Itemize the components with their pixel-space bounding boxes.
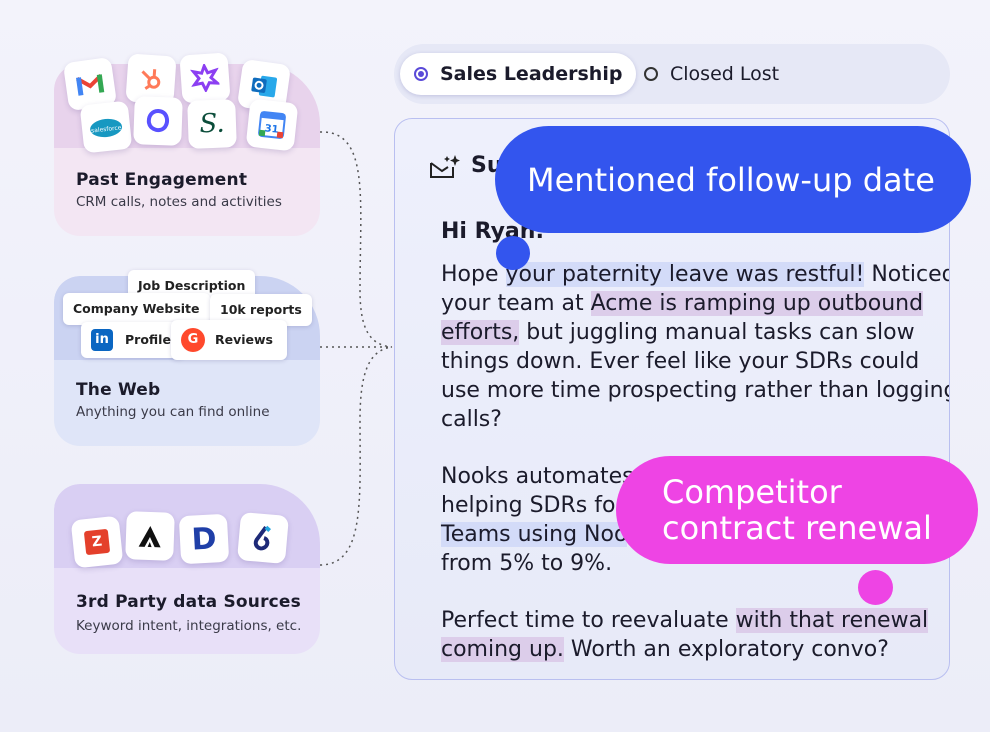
sparkle-mail-icon (430, 155, 460, 178)
callout-followup-date: Mentioned follow-up date (495, 126, 971, 233)
gong-icon (179, 52, 231, 104)
card-subtitle: Anything you can find online (76, 404, 270, 420)
google-calendar-icon: 31 (245, 98, 299, 152)
salesloft-icon: S. (187, 99, 237, 149)
radio-unselected-icon (644, 67, 658, 81)
line: things down. Ever feel like your SDRs co… (441, 349, 920, 374)
highlight-acme: Acme is ramping up outbound (590, 291, 924, 316)
line: use more time prospecting rather than lo… (441, 378, 950, 403)
outreach-icon (133, 96, 183, 146)
line: efforts, but juggling manual tasks can s… (441, 320, 915, 345)
line: helping SDRs foc (441, 493, 628, 518)
chip-company-website: Company Website (63, 293, 210, 325)
callout-dot-pink (858, 570, 893, 605)
line: Teams using Noo (441, 520, 941, 549)
zoominfo-icon: Z (70, 515, 124, 569)
hubspot-icon (125, 53, 177, 105)
email-preview: Su Hi Ryan: Hope your paternity leave wa… (394, 118, 950, 680)
line: Nooks automates (441, 464, 634, 489)
salesforce-icon: salesforce (79, 100, 133, 154)
highlight-coming-up: coming up. (441, 637, 564, 662)
tab-label: Closed Lost (670, 63, 780, 85)
callout-text: Mentioned follow-up date (527, 160, 935, 199)
chip-profile-label: Profile (125, 332, 171, 347)
d-letter: D (190, 520, 218, 558)
email-paragraph-2: Nooks automates helping SDRs foc Teams u… (441, 462, 941, 578)
tab-closed-lost[interactable]: Closed Lost (630, 53, 793, 95)
line: from 5% to 9%. (441, 551, 613, 576)
email-paragraph-3: Perfect time to reevaluate with that ren… (441, 606, 941, 664)
tab-sales-leadership[interactable]: Sales Leadership (400, 53, 637, 95)
gmail-icon (62, 56, 118, 112)
card-body (54, 360, 320, 446)
svg-text:salesforce: salesforce (91, 124, 122, 134)
highlight-teams: Teams using Noo (441, 522, 628, 547)
radio-selected-icon (414, 67, 428, 81)
card-body (54, 148, 320, 236)
callout-text-line1: Competitor (662, 473, 842, 511)
line: your team at Acme is ramping up outbound (441, 291, 924, 316)
callout-competitor-renewal: Competitor contract renewal (616, 456, 978, 564)
6sense-icon (236, 511, 290, 565)
highlight-efforts: efforts, (441, 320, 520, 345)
svg-text:31: 31 (264, 123, 279, 135)
callout-text-line2: contract renewal (662, 509, 932, 547)
line: calls? (441, 407, 502, 432)
card-title: The Web (76, 380, 161, 400)
chip-profile: in Profile (81, 322, 185, 358)
card-title: Past Engagement (76, 170, 248, 190)
card-title: 3rd Party data Sources (76, 592, 301, 612)
line: Perfect time to reevaluate with that ren… (441, 608, 929, 633)
tab-label: Sales Leadership (440, 63, 623, 85)
d-icon: D (178, 513, 230, 565)
card-subtitle: CRM calls, notes and activities (76, 194, 282, 210)
highlight-renewal: with that renewal (735, 608, 929, 633)
g2-icon: G (181, 328, 205, 352)
third-party-card: 3rd Party data Sources Keyword intent, i… (54, 484, 320, 654)
line: Hope your paternity leave was restful! N… (441, 262, 950, 287)
card-body (54, 568, 320, 654)
email-paragraph-1: Hope your paternity leave was restful! N… (441, 260, 950, 434)
linkedin-icon: in (91, 329, 113, 351)
card-subtitle: Keyword intent, integrations, etc. (76, 618, 302, 634)
chip-reviews-label: Reviews (215, 332, 274, 347)
chip-reviews: G Reviews (171, 320, 288, 360)
highlight-followup: your paternity leave was restful! (505, 262, 865, 287)
segment-selector: Sales Leadership Closed Lost (394, 44, 950, 104)
apollo-icon (125, 511, 175, 561)
line: coming up. Worth an exploratory convo? (441, 637, 889, 662)
salesloft-letter: S. (198, 108, 226, 140)
callout-dot-blue (496, 236, 530, 270)
outlook-icon (236, 58, 292, 114)
